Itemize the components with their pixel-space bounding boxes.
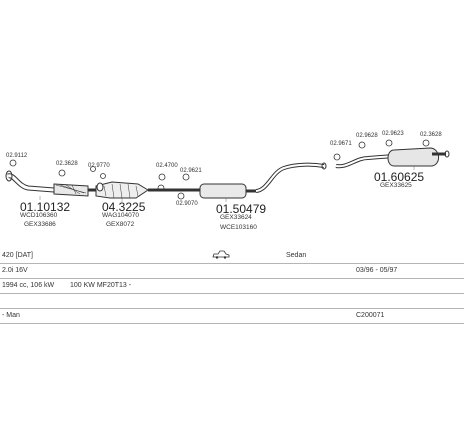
body-type: Sedan xyxy=(286,252,307,259)
clamp-label-3: 02.9770 xyxy=(88,163,110,169)
clamp-label-9: 02.9623 xyxy=(382,131,404,137)
part-code-4a: GEX33625 xyxy=(380,182,412,189)
catalytic-converter xyxy=(95,181,172,199)
engine-label: 2.0i 16V xyxy=(2,267,28,274)
clamp-label-6: 02.9070 xyxy=(176,201,198,207)
part-code-3b: WCE103160 xyxy=(220,224,257,231)
part-code-2b: GEX8072 xyxy=(106,221,135,228)
reference-code: C200071 xyxy=(356,312,385,319)
clamp-label-8: 02.9628 xyxy=(356,133,378,139)
clamp-label-1: 02.9112 xyxy=(6,153,28,159)
car-icon xyxy=(212,250,230,261)
engine-spec-2: 100 KW MF20T13 - xyxy=(70,282,132,289)
exhaust-system-diagram xyxy=(5,139,450,202)
part-code-2a: WAG104070 xyxy=(102,212,139,219)
part-number-1: 01.10132 xyxy=(20,200,71,214)
part-number-3: 01.50479 xyxy=(216,202,267,216)
clamp-label-4: 02.4700 xyxy=(156,163,178,169)
info-row-engine: 2.0i 16V 03/96 - 05/97 xyxy=(0,264,464,279)
clamp-label-10: 02.3628 xyxy=(420,132,442,138)
engine-spec: 1994 cc, 106 kW xyxy=(2,282,55,289)
part-code-1b: GEX33686 xyxy=(24,221,56,228)
part-number-2: 04.3225 xyxy=(102,200,146,214)
middle-silencer xyxy=(172,162,327,199)
info-row-transmission: - Man C200071 xyxy=(0,309,464,324)
production-period: 03/96 - 05/97 xyxy=(356,267,398,274)
clamp-label-7: 02.9671 xyxy=(330,141,352,147)
model-label: 420 [DAT] xyxy=(2,252,33,259)
clamp-label-5: 02.9621 xyxy=(180,168,202,174)
leader-lines xyxy=(39,166,415,202)
info-row-model: 420 [DAT] Sedan xyxy=(0,249,464,264)
info-row-blank xyxy=(0,294,464,309)
rear-silencer xyxy=(335,147,450,169)
transmission-label: - Man xyxy=(2,312,20,319)
clamp-label-2: 02.3628 xyxy=(56,161,78,167)
front-pipe xyxy=(5,170,96,197)
part-number-4: 01.60625 xyxy=(374,170,425,184)
part-code-3a: GEX33624 xyxy=(220,214,252,221)
info-row-spec: 1994 cc, 106 kW 100 KW MF20T13 - xyxy=(0,279,464,294)
clamp-hangers xyxy=(9,139,430,200)
part-code-1a: WCD106360 xyxy=(20,212,58,219)
